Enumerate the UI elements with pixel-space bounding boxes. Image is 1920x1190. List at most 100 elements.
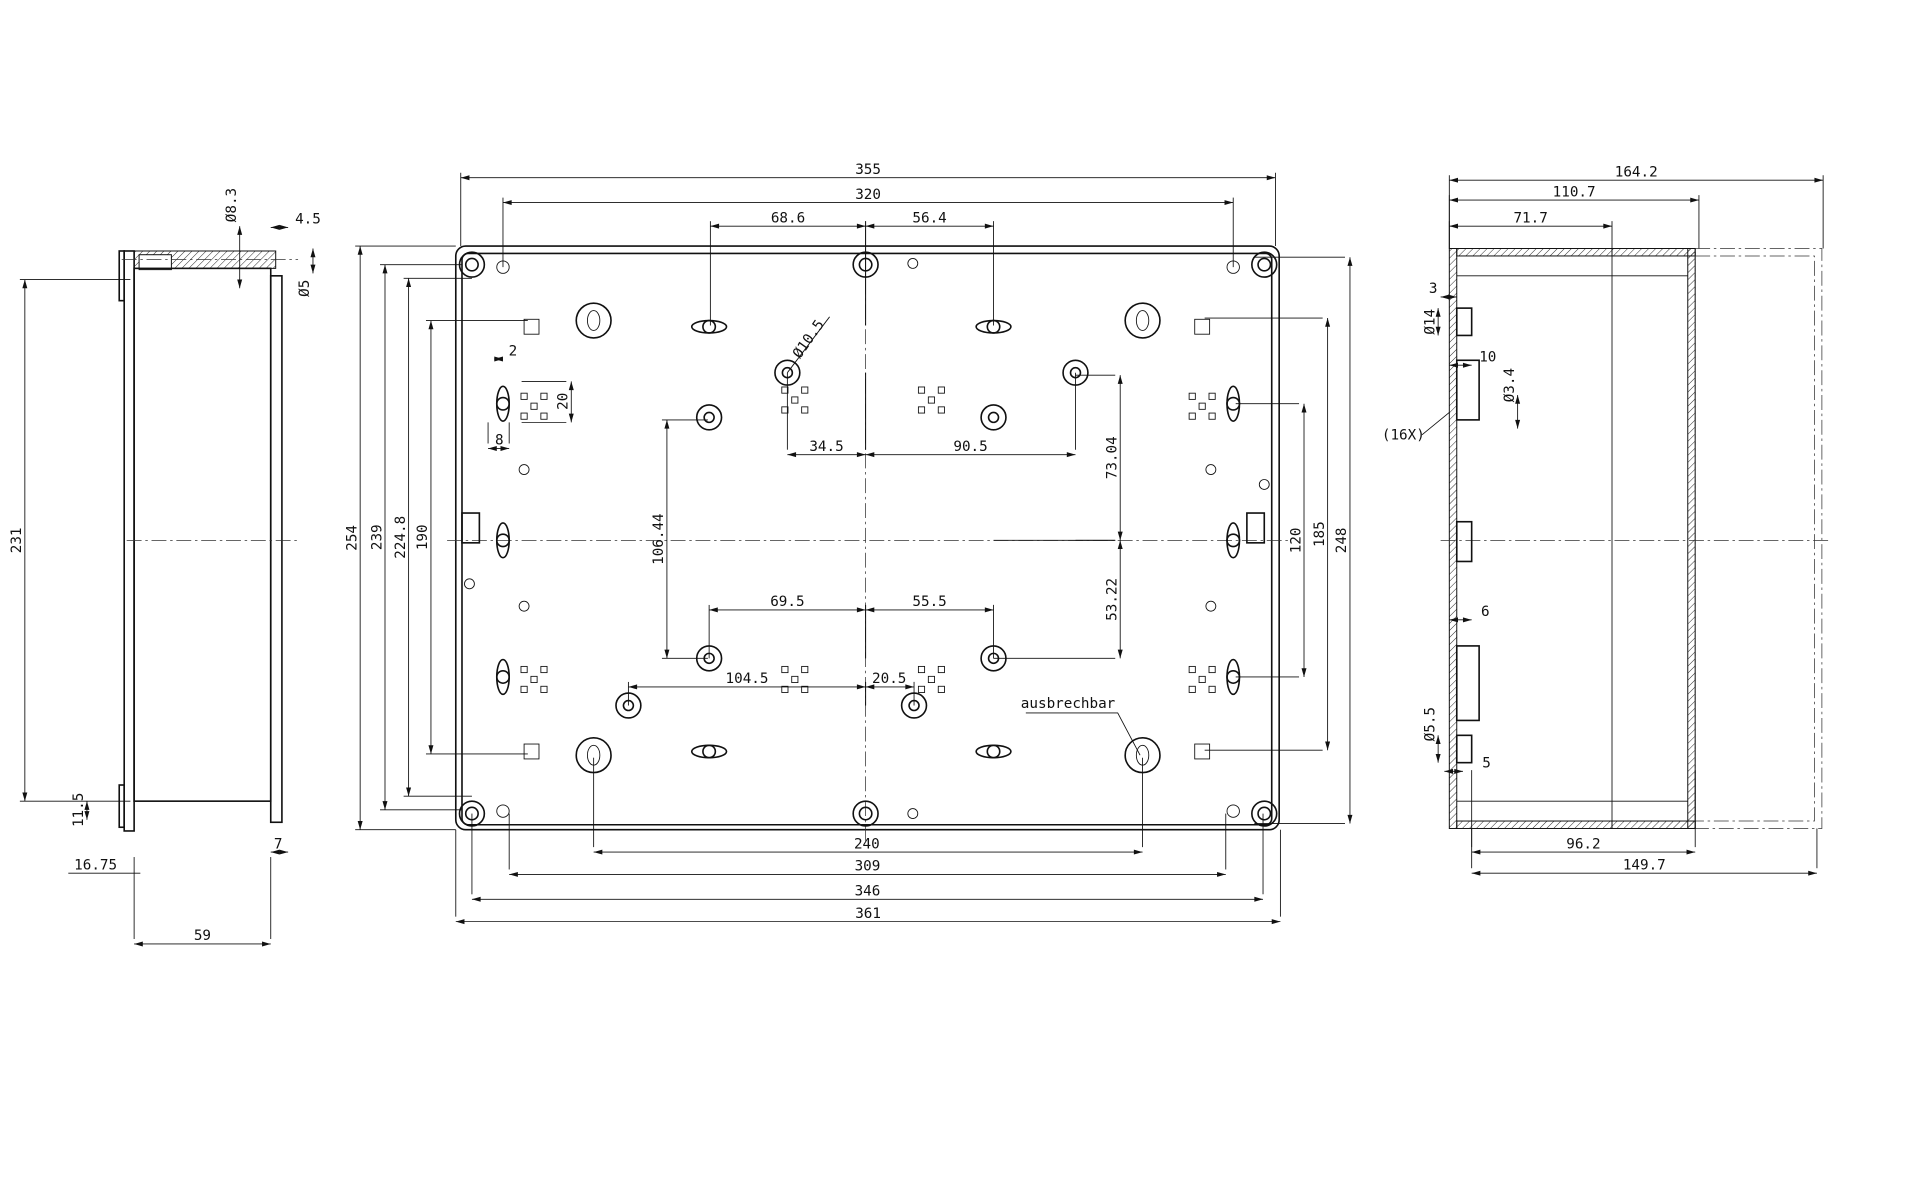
dimension-arrow [1117, 540, 1123, 550]
dimension-label: 71.7 [1513, 210, 1547, 226]
pcb-rib [1198, 675, 1206, 683]
dimension-arrow [1224, 200, 1234, 206]
enclosure-outline [454, 245, 1280, 831]
boss-rib-lower [1455, 645, 1480, 722]
dimension-arrow [787, 452, 797, 458]
pcb-rib [1188, 665, 1196, 674]
dimension-arrow [488, 445, 497, 451]
pcb-rib [1208, 392, 1216, 400]
pcb-rib [937, 406, 945, 414]
dimension-label: 20 [556, 393, 572, 410]
alignment-pin [1226, 804, 1240, 818]
pcb-rib [791, 396, 799, 404]
lid-bottom-section [1611, 820, 1696, 829]
screw-head [138, 254, 172, 271]
dimension-arrow [357, 821, 363, 830]
small-hole [907, 808, 919, 819]
pcb-rib [540, 665, 548, 674]
dimension-label: 185 [1312, 521, 1328, 547]
slot-hole-icon [986, 744, 1001, 759]
dimension-label: 149.7 [1623, 857, 1666, 873]
bottom-wall-section [1456, 820, 1613, 829]
boss-top [1455, 307, 1473, 337]
dimension-arrow [406, 278, 412, 288]
pcb-rib [781, 665, 789, 674]
dimension-arrow [1448, 294, 1457, 300]
alignment-pin [496, 804, 510, 818]
dimension-arrow [471, 896, 481, 902]
dimension-label: 10 [1479, 350, 1496, 366]
dimension-label: 320 [855, 187, 881, 203]
knockout-slot [586, 310, 601, 331]
dimension-arrow [1435, 326, 1441, 336]
slotted-mount [495, 385, 510, 422]
dimension-arrow [455, 919, 465, 925]
dimension-label: 248 [1334, 527, 1350, 553]
lid-top-section [1611, 248, 1696, 257]
dimension-arrow [22, 279, 28, 289]
boss-mid [1455, 520, 1473, 563]
pcb-rib [1188, 412, 1196, 420]
pcb-rib [540, 412, 548, 420]
dimension-label: 254 [344, 525, 360, 551]
dimension-label: 104.5 [726, 671, 769, 687]
square-post [523, 318, 540, 335]
pcb-rib [1208, 685, 1216, 693]
square-post [1194, 743, 1211, 760]
small-hole [1205, 600, 1217, 612]
dimension-arrow [428, 320, 434, 330]
lid-front-section [1687, 248, 1696, 829]
lid-edge-top [118, 250, 125, 302]
dimension-arrow [865, 223, 875, 229]
mounting-boss [980, 404, 1007, 431]
high-lid-phantom [1694, 248, 1823, 829]
slot-hole-icon [495, 669, 510, 684]
dimension-arrow [310, 264, 316, 274]
dimension-label: 120 [1288, 527, 1304, 553]
screw-hole-icon [1257, 257, 1272, 272]
dimension-label: 68.6 [771, 210, 805, 226]
slot-hole-icon [495, 533, 510, 548]
dimension-arrow [509, 871, 518, 877]
pcb-rib [917, 685, 926, 693]
corner-screw-boss [1251, 251, 1278, 278]
dimension-arrow [1301, 668, 1307, 677]
pcb-rib [1208, 665, 1216, 674]
dimension-label: 20.5 [872, 671, 906, 687]
dimension-arrow [856, 684, 866, 690]
dimension-arrow [905, 684, 915, 690]
dimension-arrow [1471, 849, 1481, 855]
pcb-rib [917, 665, 926, 674]
knockout-slot [1135, 310, 1150, 331]
slotted-mount [495, 658, 510, 696]
dimension-arrow [865, 452, 875, 458]
dimension-arrow [664, 419, 670, 429]
dimension-label: 34.5 [809, 439, 843, 455]
slotted-mount [690, 319, 728, 334]
lid-flange [123, 250, 135, 832]
dimension-arrow [134, 941, 143, 947]
dimension-arrow [500, 445, 510, 451]
dimension-arrow [1117, 375, 1123, 384]
leader-line [1025, 712, 1141, 756]
dimension-arrow [406, 787, 412, 797]
dimension-arrow [1435, 753, 1441, 763]
dimension-arrow [1462, 617, 1472, 623]
front-view [447, 229, 1292, 845]
high-lid-phantom-inner [1694, 255, 1815, 822]
dimension-label: Ø3.4 [1502, 368, 1518, 402]
dimension-arrow [856, 452, 866, 458]
dimension-label: Ø14 [1422, 309, 1438, 335]
pcb-rib [530, 402, 538, 410]
dimension-arrow [1117, 531, 1123, 541]
pcb-rib [520, 685, 528, 693]
dimension-arrow [494, 356, 503, 362]
dimension-arrow [664, 649, 670, 659]
dimension-arrow [1347, 814, 1353, 824]
dimension-label: (16X) [1382, 428, 1425, 444]
right-side-view [1440, 248, 1832, 829]
dimension-arrow [1347, 257, 1353, 266]
dimension-arrow [1449, 177, 1459, 183]
dimension-arrow [1133, 849, 1143, 855]
